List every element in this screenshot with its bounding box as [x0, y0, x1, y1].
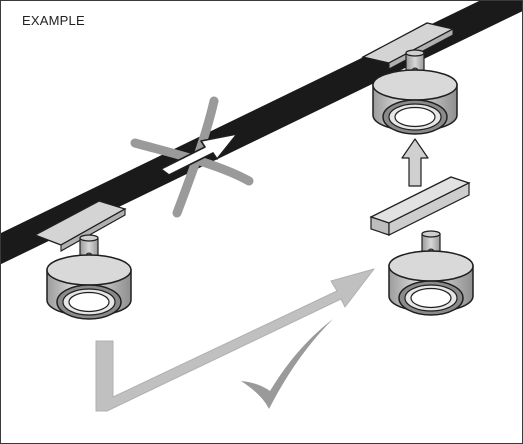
check-mark-icon: [241, 319, 333, 409]
spotlight-icon: [46, 234, 132, 320]
example-label: EXAMPLE: [22, 13, 85, 28]
track-adapter-icon: [33, 22, 455, 252]
track-adapter-icon: [369, 176, 471, 236]
up-arrow-icon: [401, 138, 429, 187]
spotlight-icon: [388, 230, 474, 316]
move-arrow-icon: [160, 133, 238, 176]
move-arrow-icon: [95, 268, 375, 412]
